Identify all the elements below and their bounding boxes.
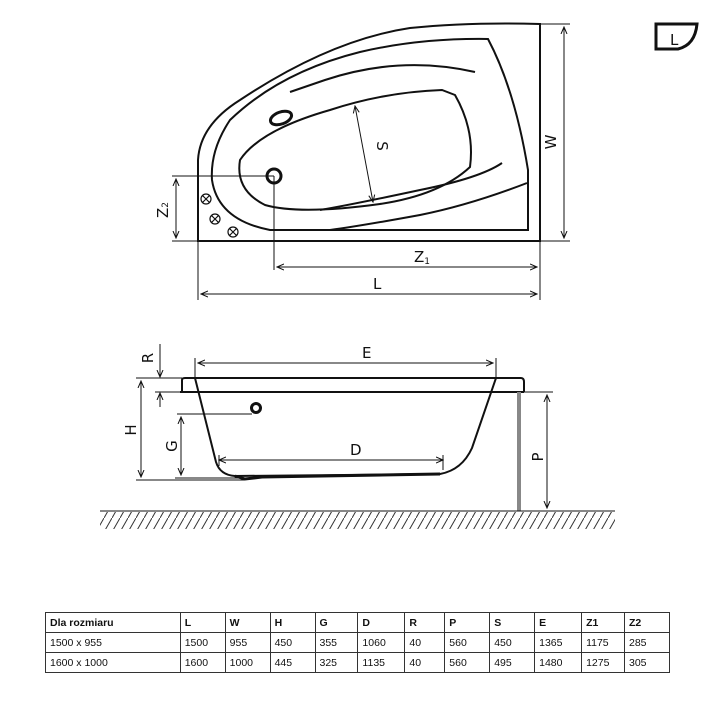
table-row: 1600 x 1000 1600 1000 445 325 1135 40 56… — [45, 652, 670, 673]
dim-label-g: G — [163, 440, 181, 452]
table-cell: 325 — [314, 652, 359, 673]
table-cell: 305 — [624, 652, 670, 673]
table-cell: 955 — [224, 632, 271, 653]
header-cell: D — [357, 612, 406, 633]
floor — [100, 510, 615, 529]
jet-icon — [227, 226, 239, 238]
table-cell: 1500 x 955 — [45, 632, 181, 653]
table-cell: 355 — [314, 632, 359, 653]
dim-label-e: E — [362, 344, 371, 362]
dimensions-table: Dla rozmiaru L W H G D R P S E Z1 Z2 150… — [45, 612, 670, 673]
header-cell: H — [269, 612, 316, 633]
table-cell: 495 — [489, 652, 536, 673]
jet-icon — [209, 213, 221, 225]
table-cell: 1000 — [224, 652, 271, 673]
table-cell: 40 — [404, 652, 446, 673]
header-cell: Z1 — [581, 612, 625, 633]
header-cell: G — [314, 612, 359, 633]
dim-label-l: L — [373, 275, 382, 293]
header-cell: W — [224, 612, 271, 633]
table-cell: 1135 — [357, 652, 406, 673]
dim-label-d: D — [350, 441, 362, 459]
side-view-dimensions — [136, 344, 553, 508]
table-cell: 560 — [444, 632, 491, 653]
table-row: 1500 x 955 1500 955 450 355 1060 40 560 … — [45, 632, 670, 653]
support-leg — [517, 392, 521, 511]
header-cell: S — [489, 612, 536, 633]
table-cell: 1480 — [534, 652, 583, 673]
dim-label-p: P — [529, 452, 547, 461]
dim-label-w: W — [542, 134, 560, 149]
side-view — [180, 377, 525, 481]
dim-label-s: S — [373, 141, 391, 151]
top-view-dimensions — [172, 23, 570, 300]
table-cell: 450 — [489, 632, 536, 653]
dim-label-h: H — [122, 424, 140, 435]
table-cell: 1275 — [581, 652, 625, 673]
header-cell: Z2 — [624, 612, 670, 633]
table-cell: 445 — [269, 652, 316, 673]
table-cell: 1060 — [357, 632, 406, 653]
header-cell: P — [444, 612, 491, 633]
table-cell: 285 — [624, 632, 670, 653]
header-cell: Dla rozmiaru — [45, 612, 181, 633]
jet-icons — [200, 193, 239, 238]
table-cell: 1600 x 1000 — [45, 652, 181, 673]
table-cell: 1175 — [581, 632, 625, 653]
header-cell: R — [404, 612, 446, 633]
table-cell: 560 — [444, 652, 491, 673]
header-cell: E — [534, 612, 583, 633]
dim-label-r: R — [139, 353, 157, 363]
badge-letter: L — [670, 31, 679, 49]
table-cell: 1600 — [179, 652, 226, 673]
dim-label-z2: Z2 — [154, 202, 172, 218]
left-orientation-badge: L — [654, 22, 699, 51]
jet-icon — [200, 193, 212, 205]
table-cell: 40 — [404, 632, 446, 653]
table-cell: 450 — [269, 632, 316, 653]
top-view — [197, 22, 541, 242]
table-cell: 1500 — [179, 632, 226, 653]
table-header-row: Dla rozmiaru L W H G D R P S E Z1 Z2 — [45, 612, 670, 633]
header-cell: L — [179, 612, 226, 633]
table-cell: 1365 — [534, 632, 583, 653]
dim-label-z1: Z1 — [414, 248, 430, 267]
